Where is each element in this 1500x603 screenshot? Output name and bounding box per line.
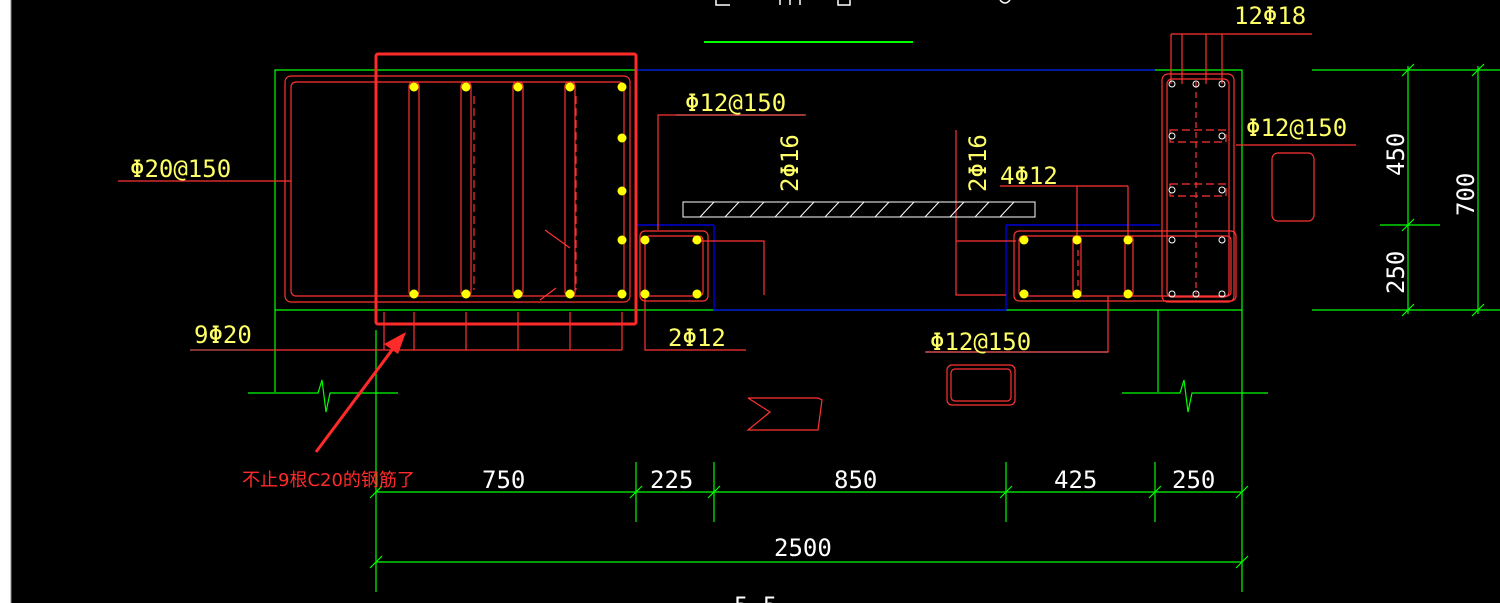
rebar-dot (617, 186, 627, 196)
dim-segment-750: 750 (482, 466, 525, 494)
dim-segment-250: 250 (1172, 466, 1215, 494)
rebar-dots (409, 82, 1133, 299)
rebar-dot (617, 235, 627, 245)
hatched-slab (682, 201, 1036, 218)
rebar-dot (640, 289, 650, 299)
dim-segment-850: 850 (834, 466, 877, 494)
label-vertical-mid-left: 2Φ16 (776, 134, 804, 192)
partial-title-glyphs (715, 0, 1011, 6)
rebar-dot (1123, 289, 1133, 299)
highlight-box[interactable] (374, 52, 638, 326)
rebar-dot (513, 289, 523, 299)
rebar-dot (513, 82, 523, 92)
rebar-dot (1072, 289, 1082, 299)
rebar-dot (565, 82, 575, 92)
label-bottom-stirrup: Φ12@150 (930, 328, 1031, 356)
dim-total-2500: 2500 (774, 534, 832, 562)
dim-segment-225: 225 (650, 466, 693, 494)
rebar-dot (409, 289, 419, 299)
annotation-note: 不止9根C20的钢筋了 (242, 470, 415, 491)
rebar-dot (409, 82, 419, 92)
section-label: 5 5 (734, 592, 777, 603)
rebar-dot (461, 289, 471, 299)
rebar-dot (1123, 235, 1133, 245)
label-mid-bottom-bar: 2Φ12 (668, 324, 726, 352)
concrete-outline (248, 63, 1500, 592)
rebar-dot (1019, 235, 1029, 245)
label-top-rebar: 12Φ18 (1234, 2, 1306, 30)
left-sidebar-strip (0, 0, 11, 603)
blue-reference-lines (636, 69, 1160, 311)
rebar-dot (692, 235, 702, 245)
rebar-dot (692, 289, 702, 299)
rebar-dot (1072, 235, 1082, 245)
rebar-dot (565, 289, 575, 299)
dim-height-700: 700 (1452, 173, 1480, 216)
rebar-dot (461, 82, 471, 92)
label-stirrup-left: Φ20@150 (130, 155, 231, 183)
rebar-dot (617, 133, 627, 143)
rebar-dot (1019, 289, 1029, 299)
label-leaders (190, 114, 1108, 353)
dim-height-250: 250 (1382, 251, 1410, 294)
rebar-dot (640, 235, 650, 245)
label-right-bottom-bar: 4Φ12 (1000, 162, 1058, 190)
dim-segment-425: 425 (1054, 466, 1097, 494)
annotation-arrow (314, 332, 406, 453)
label-stirrup-right: Φ12@150 (1246, 114, 1347, 142)
small-rebar-dots (1168, 80, 1226, 298)
dim-height-450: 450 (1382, 133, 1410, 176)
label-stirrup-mid-top: Φ12@150 (685, 89, 786, 117)
rebar-dot (617, 82, 627, 92)
rebar-dot (617, 289, 627, 299)
label-left-bottom-count: 9Φ20 (194, 321, 252, 349)
label-vertical-mid-right: 2Φ16 (964, 134, 992, 192)
